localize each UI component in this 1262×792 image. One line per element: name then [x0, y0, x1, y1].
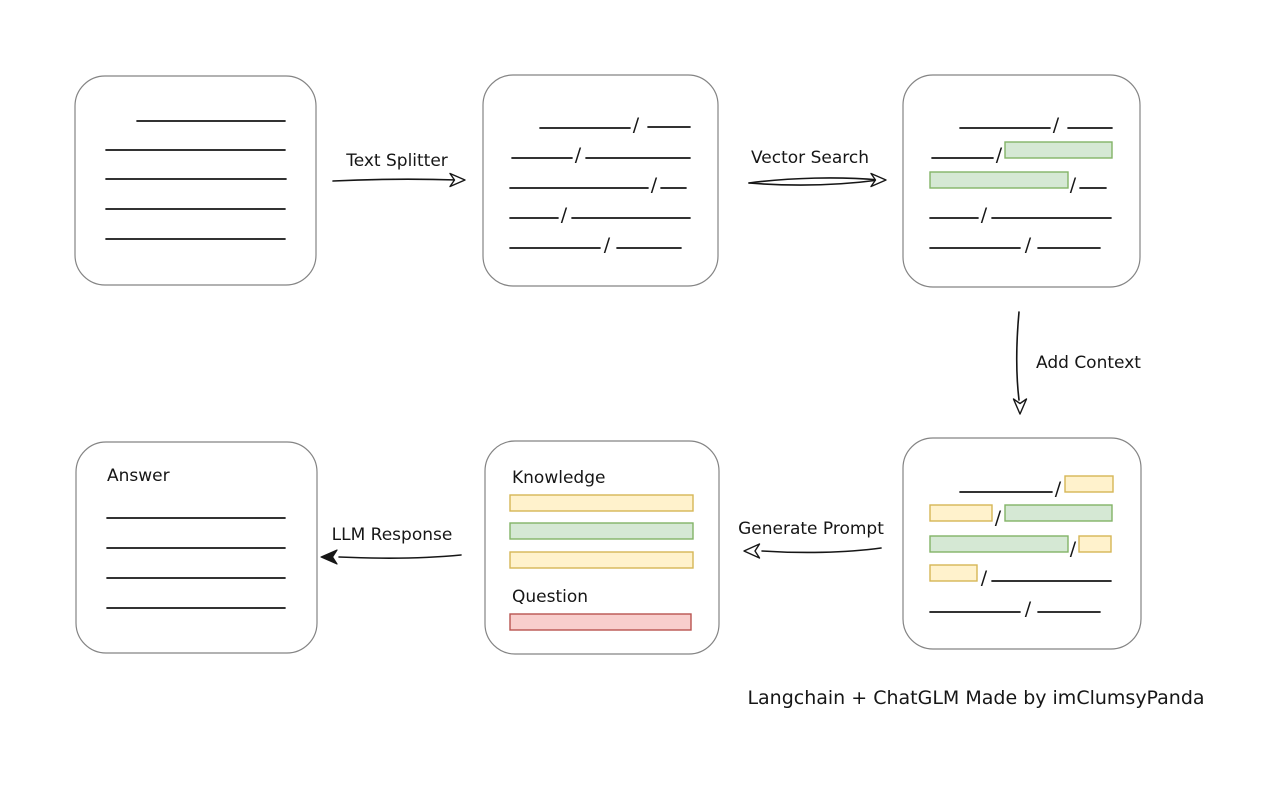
llm-response-label: LLM Response	[332, 525, 453, 545]
chunk-separator: /	[1025, 234, 1032, 256]
arrow-shaft	[338, 554, 462, 559]
text-splitter-arrow: Text Splitter	[332, 151, 466, 188]
context-chunk-highlight	[929, 504, 993, 522]
prompt-box	[484, 440, 720, 655]
source-document-box	[74, 75, 317, 286]
chunk-separator: /	[981, 204, 988, 226]
chunk-separator: /	[1025, 598, 1032, 620]
chunk-separator: /	[1055, 478, 1062, 500]
caption: Langchain + ChatGLM Made by imClumsyPand…	[747, 687, 1204, 709]
arrowhead-left-icon	[320, 549, 338, 565]
chunk-separator: /	[981, 567, 988, 589]
context-chunk-highlight	[929, 564, 978, 582]
knowledge-bar-green	[509, 522, 694, 540]
chunk-separator: /	[1053, 114, 1060, 136]
arrow-shaft	[1015, 311, 1020, 401]
vector-search-arrow: Vector Search	[748, 148, 887, 188]
matched-chunk-highlight	[1004, 504, 1113, 522]
chunk-separator: /	[1070, 538, 1077, 560]
arrowhead-left-icon	[743, 543, 761, 559]
chunk-separator: /	[995, 507, 1002, 529]
chunk-separator: /	[996, 144, 1003, 166]
matched-chunk-highlight	[929, 535, 1069, 553]
generate-prompt-arrow: Generate Prompt	[738, 519, 884, 559]
add-context-arrow: Add Context	[1012, 311, 1141, 415]
matched-chunk-highlight	[1004, 141, 1113, 159]
arrow-shaft	[761, 547, 882, 554]
arrowhead-right-icon	[870, 172, 887, 188]
add-context-label: Add Context	[1036, 353, 1141, 373]
arrow-shaft	[748, 177, 880, 184]
context-chunks-rows: / / / / /	[929, 475, 1114, 620]
split-chunks-box	[482, 74, 719, 287]
vector-search-label: Vector Search	[751, 148, 869, 168]
chunk-separator: /	[651, 174, 658, 196]
answer-contents: Answer	[106, 466, 286, 609]
chunk-separator: /	[575, 144, 582, 166]
knowledge-label: Knowledge	[512, 468, 605, 488]
vector-matches-rows: / / / / /	[929, 114, 1113, 256]
prompt-contents: Knowledge Question	[509, 468, 694, 631]
split-chunks-rows: / / / / /	[509, 114, 691, 256]
knowledge-bar-yellow	[509, 551, 694, 569]
question-bar-red	[509, 613, 692, 631]
chunk-separator: /	[604, 234, 611, 256]
arrow-shaft	[332, 178, 459, 182]
matched-chunk-highlight	[929, 171, 1069, 189]
answer-label: Answer	[107, 466, 170, 486]
question-label: Question	[512, 587, 588, 607]
chunk-separator: /	[633, 114, 640, 136]
chunk-separator: /	[561, 204, 568, 226]
context-chunk-highlight	[1064, 475, 1114, 493]
source-document-lines	[105, 120, 287, 240]
llm-response-arrow: LLM Response	[320, 525, 462, 565]
text-splitter-label: Text Splitter	[345, 151, 448, 171]
chunk-separator: /	[1070, 174, 1077, 196]
arrow-shaft	[748, 179, 880, 186]
knowledge-bar-yellow	[509, 494, 694, 512]
generate-prompt-label: Generate Prompt	[738, 519, 884, 539]
arrowhead-right-icon	[449, 172, 466, 188]
context-chunk-highlight	[1078, 535, 1112, 553]
arrowhead-down-icon	[1012, 398, 1028, 415]
